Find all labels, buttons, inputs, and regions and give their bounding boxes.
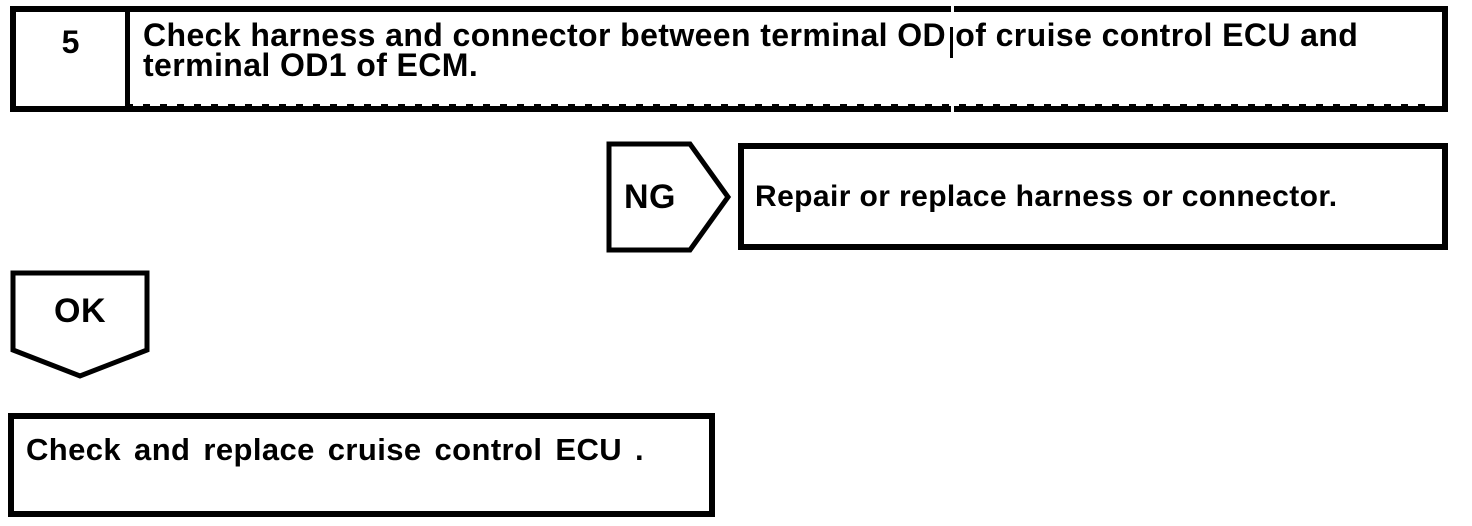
scan-artifact-border-gap xyxy=(951,5,954,15)
step-box: 5 Check harness and connector between te… xyxy=(10,6,1448,112)
step-instruction-line-1: Check harness and connector between term… xyxy=(143,17,1359,53)
scan-noise-dashes xyxy=(126,104,1432,106)
scan-artifact-border-gap xyxy=(951,101,954,113)
ng-arrow-shape xyxy=(606,141,732,253)
scan-artifact-line xyxy=(950,27,953,58)
ok-result-box: Check and replace cruise control ECU . xyxy=(8,413,715,517)
ok-connector: OK xyxy=(10,270,150,380)
ng-label: NG xyxy=(624,177,676,216)
step-instruction: Check harness and connector between term… xyxy=(130,12,1442,106)
ng-result-text: Repair or replace harness or connector. xyxy=(755,179,1338,213)
ng-connector: NG xyxy=(606,141,732,253)
step-instruction-line-2: terminal OD1 of ECM. xyxy=(143,47,479,83)
ok-arrow-shape xyxy=(10,270,150,379)
ok-label: OK xyxy=(54,291,106,330)
ng-result-box: Repair or replace harness or connector. xyxy=(738,143,1448,250)
ok-result-text: Check and replace cruise control ECU . xyxy=(26,432,645,467)
step-number: 5 xyxy=(16,12,130,106)
